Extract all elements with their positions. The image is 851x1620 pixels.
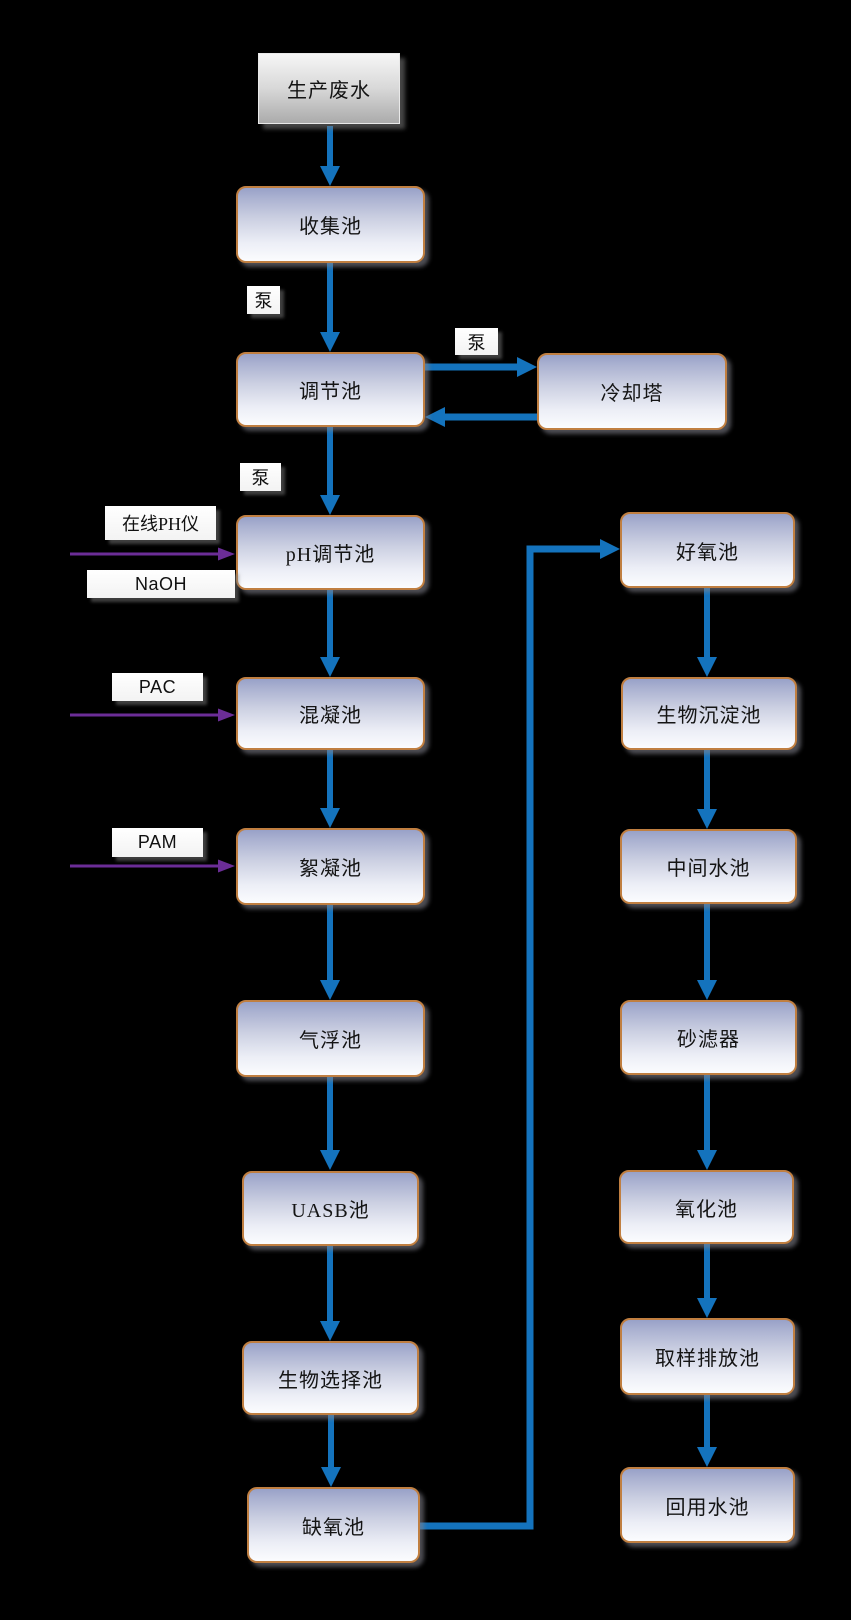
node-bio-sedimentation-tank: 生物沉淀池: [621, 677, 797, 750]
node-sand-filter: 砂滤器: [620, 1000, 797, 1075]
node-flocculation-tank: 絮凝池: [236, 828, 425, 905]
node-production-wastewater: 生产废水: [258, 53, 400, 124]
node-sampling-discharge-tank: 取样排放池: [620, 1318, 795, 1395]
tag-online-ph-meter: 在线PH仪: [105, 506, 216, 540]
arrow-anoxic-to-aerobic: [418, 539, 620, 1530]
node-ph-adjust-tank: pH调节池: [236, 515, 425, 590]
node-anoxic-tank: 缺氧池: [247, 1487, 420, 1563]
tag-naoh: NaOH: [87, 570, 235, 598]
node-reuse-water-tank: 回用水池: [620, 1467, 795, 1543]
tag-pac: PAC: [112, 673, 203, 701]
node-aerobic-tank: 好氧池: [620, 512, 795, 588]
tag-pam: PAM: [112, 828, 203, 857]
tag-pump-2: 泵: [455, 328, 498, 355]
node-collection-tank: 收集池: [236, 186, 425, 263]
tag-pump-1: 泵: [247, 286, 280, 314]
node-oxidation-tank: 氧化池: [619, 1170, 794, 1244]
node-cooling-tower: 冷却塔: [537, 353, 727, 430]
node-intermediate-tank: 中间水池: [620, 829, 797, 904]
node-bio-selection-tank: 生物选择池: [242, 1341, 419, 1415]
node-regulating-tank: 调节池: [236, 352, 425, 427]
tag-pump-3: 泵: [240, 463, 281, 491]
node-air-flotation-tank: 气浮池: [236, 1000, 425, 1077]
node-coagulation-tank: 混凝池: [236, 677, 425, 750]
node-uasb-tank: UASB池: [242, 1171, 419, 1246]
